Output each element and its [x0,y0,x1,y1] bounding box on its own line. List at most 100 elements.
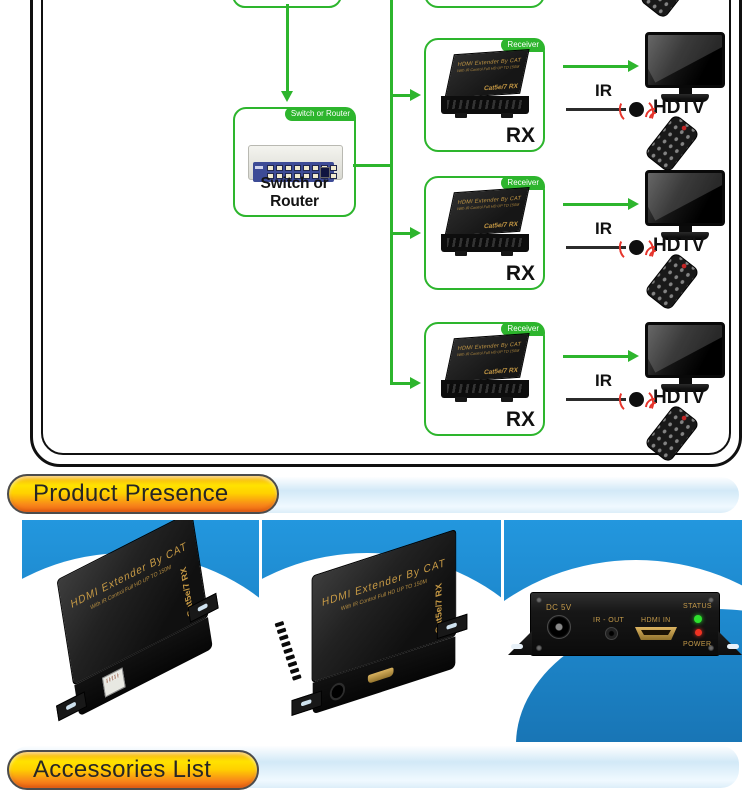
extender-foot [455,113,467,118]
ir-waves-icon [641,104,668,131]
extender-foot [501,251,513,256]
switch-tag: Switch or Router [284,107,356,121]
section-banner-product-presence: Product Presence [7,474,279,514]
switch-box: Switch or Router Switch or Router [233,107,356,217]
product-photo-hdmi-view: HDMI Extender By CAT With IR Control Ful… [262,520,501,742]
screw-icon [708,597,714,603]
branch-line [392,94,412,97]
switch-uplink-port [320,167,330,178]
device-rx-print: Cat5e/7 RX [483,220,519,231]
status-led [694,615,702,623]
branch-line [392,232,412,235]
receiver-tag: Receiver [501,322,545,336]
extender-vents [447,384,523,393]
switch-logo [255,166,263,169]
extender-foot [455,397,467,402]
section-title: Accessories List [33,756,212,783]
ir-label: IR [595,371,612,390]
extender-vents [447,238,523,247]
arrowhead-right-icon [410,377,421,389]
arrowhead-right-icon [628,60,639,72]
ir-out-jack [605,627,618,640]
ir-label: IR [595,81,612,100]
extender-foot [501,397,513,402]
receiver-box: Receiver HDMI Extender By CAT With IR Co… [424,38,545,152]
ir-line [566,246,626,249]
extender-device-image: HDMI Extender By CAT With IR Control Ful… [439,186,531,272]
ir-receiver-dot-icon [617,97,656,125]
diagram-frame-inner [41,0,731,455]
screw-icon [536,645,542,651]
ir-label: IR [595,219,612,238]
diagram-frame-outer [30,0,742,467]
hdmi-in-port [635,627,677,640]
arrow-to-tv-line [563,65,629,68]
arrow-to-tv-line [563,203,629,206]
screw-icon [536,597,542,603]
switch-front-panel [253,162,337,182]
rx-label: RX [505,124,535,147]
dc-label: DC 5V [546,603,572,612]
hdtv-monitor-icon [645,322,725,392]
section-banner-accessories-list: Accessories List [7,750,259,790]
extender-foot [501,113,513,118]
device-rx-print: Cat5e/7 RX [483,82,519,93]
trunk-line [390,0,393,385]
arrowhead-right-icon [410,227,421,239]
rx-label: RX [505,262,535,285]
power-label: POWER [683,641,712,648]
ir-receiver-dot-icon [617,387,656,415]
flange-hole [727,644,739,649]
extender-front-face [441,380,529,402]
ir-receiver-dot-icon [617,235,656,263]
rx-label: RX [505,408,535,431]
dc-power-jack [547,615,571,639]
product-title-print: HDMI Extender By CAT [70,539,188,612]
hdtv-label: HDTV [653,235,705,256]
extender-device-image: HDMI Extender By CAT With IR Control Ful… [439,332,531,418]
power-led [695,629,702,636]
line-to-switch [286,4,289,91]
device-rx-print: Cat5e/7 RX [483,366,519,377]
hdtv-monitor-icon [645,32,725,102]
arrow-to-tv-line [563,355,629,358]
arrowhead-right-icon [628,198,639,210]
receiver-tag: Receiver [501,176,545,190]
extender-top-face: HDMI Extender By CAT With IR Control Ful… [444,186,530,238]
ir-line [566,398,626,401]
screw-icon [708,645,714,651]
receiver-box: Receiver HDMI Extender By CAT With IR Co… [424,176,545,290]
switch-label: Switch or Router [260,175,329,210]
section-title: Product Presence [33,480,229,507]
arrowhead-right-icon [410,89,421,101]
ir-waves-icon [641,394,668,421]
ir-waves-icon [641,242,668,269]
extender-top-face: HDMI Extender By CAT With IR Control Ful… [444,48,530,100]
hdtv-label: HDTV [653,387,705,408]
product-photo-rj45-view: HDMI Extender By CAT With IR Control Ful… [22,520,259,742]
extender-front-face [441,96,529,118]
dc-jack [329,680,346,703]
arrowhead-right-icon [628,350,639,362]
product-photo-front-panel: DC 5V IR - OUT HDMI IN STATUS POWER [504,520,742,742]
extender-top-face: HDMI Extender By CAT With IR Control Ful… [444,332,530,384]
status-label: STATUS [683,603,712,610]
switch-ports [267,165,337,179]
rj45-port [102,667,126,698]
extender-front-panel: DC 5V IR - OUT HDMI IN STATUS POWER [508,592,742,656]
receiver-box-partial [424,0,545,8]
receiver-box: Receiver HDMI Extender By CAT With IR Co… [424,322,545,436]
hdmi-port [367,667,394,684]
hdtv-label: HDTV [653,97,705,118]
branch-line [392,382,412,385]
switch-to-trunk-line [353,164,391,167]
hdmi-in-label: HDMI IN [641,617,671,624]
switch-image [248,145,343,185]
hdtv-monitor-icon [645,170,725,240]
extender-foot [455,251,467,256]
ir-out-label: IR - OUT [593,617,625,624]
extender-device-image: HDMI Extender By CAT With IR Control Ful… [439,48,531,134]
extender-front-face [441,234,529,256]
arrowhead-down-icon [281,91,293,102]
